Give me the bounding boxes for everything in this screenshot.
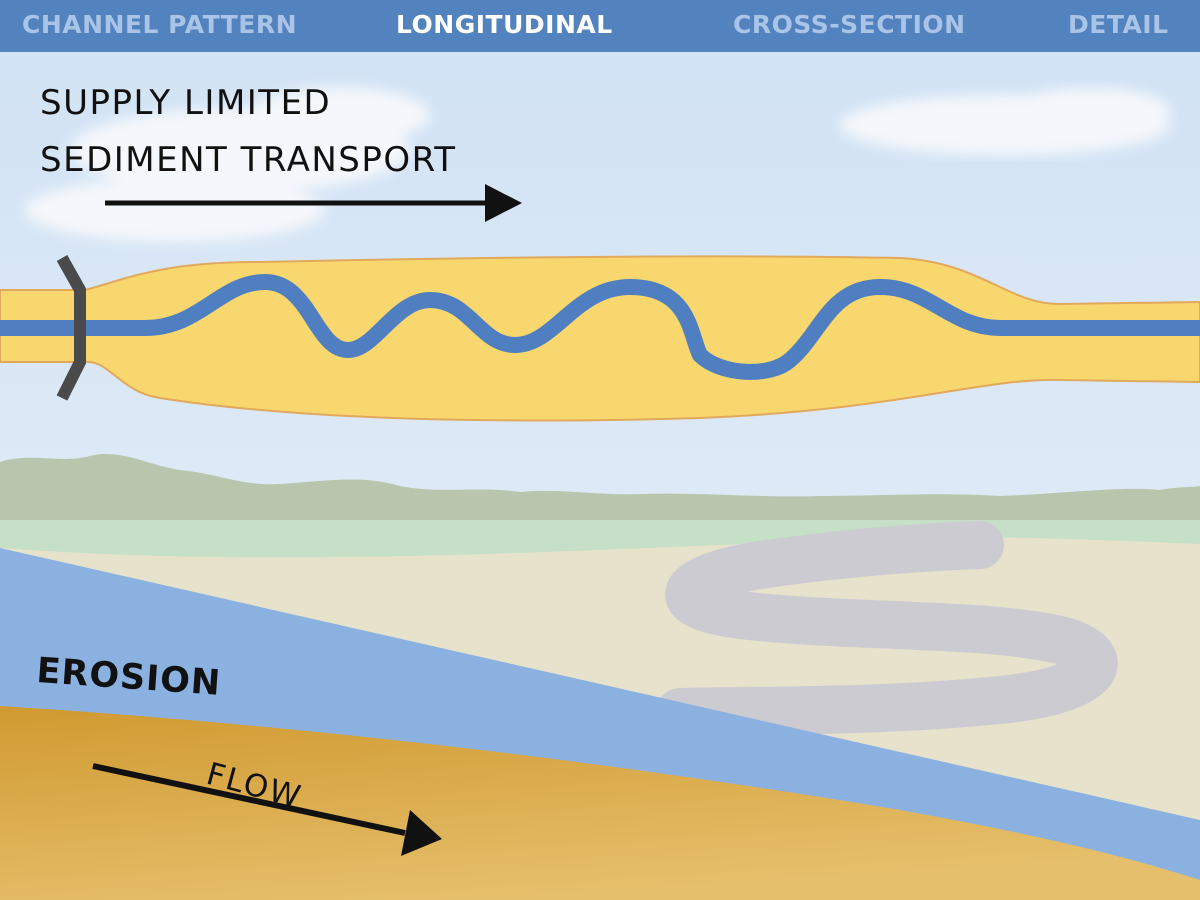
tab-cross-section[interactable]: CROSS-SECTION <box>733 10 966 39</box>
tab-bar: CHANNEL PATTERN LONGITUDINAL CROSS-SECTI… <box>0 0 1200 52</box>
sediment-transport-arrow <box>105 184 522 222</box>
bed-sediment <box>0 706 1200 900</box>
flow-arrow <box>92 763 442 856</box>
tab-longitudinal[interactable]: LONGITUDINAL <box>396 10 613 39</box>
title-line-1: SUPPLY LIMITED <box>40 83 332 123</box>
title-line-2: SEDIMENT TRANSPORT <box>40 140 457 180</box>
diagram-scene <box>0 52 1200 900</box>
cloud-right <box>840 88 1170 155</box>
tab-channel-pattern[interactable]: CHANNEL PATTERN <box>22 10 298 39</box>
river-channel <box>0 274 1200 380</box>
floodplain-river <box>656 521 1118 736</box>
grade-control-structure <box>56 255 86 401</box>
cloud-left <box>25 87 430 242</box>
tree-line <box>0 453 1200 528</box>
tab-detail[interactable]: DETAIL <box>1068 10 1169 39</box>
